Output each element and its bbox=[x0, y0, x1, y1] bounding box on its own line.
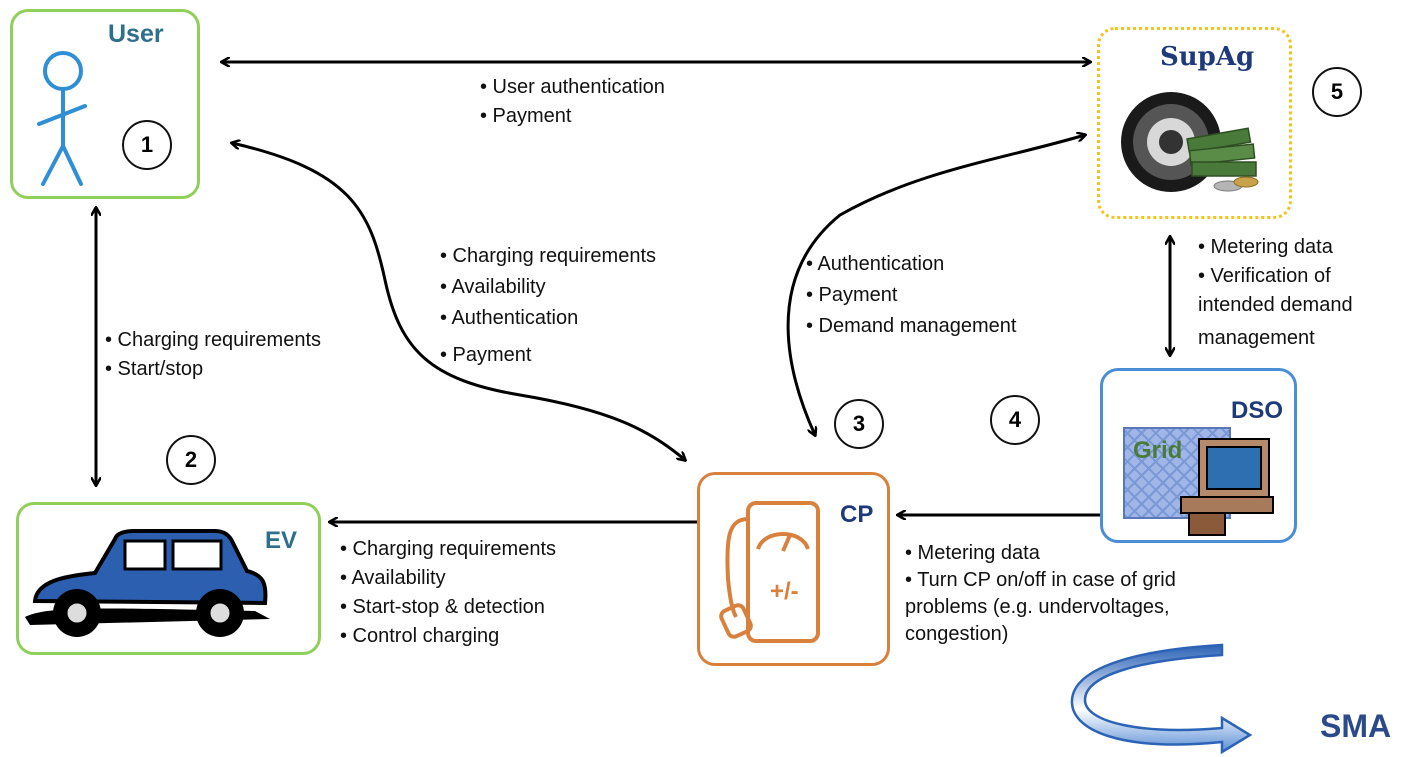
dso-node: DSO Grid bbox=[1100, 368, 1297, 543]
cp-node: CP +/- bbox=[697, 472, 890, 666]
user-label: User bbox=[108, 20, 164, 48]
list-item: • Demand management bbox=[806, 315, 1017, 337]
grid-label: Grid bbox=[1133, 437, 1183, 464]
list-item: • Start/stop bbox=[105, 358, 204, 380]
list-item: • Payment bbox=[440, 344, 532, 366]
list-item: • Availability bbox=[440, 276, 546, 298]
step-number-4: 4 bbox=[990, 395, 1040, 445]
edge-label-user-supag: • User authentication • Payment bbox=[480, 73, 665, 131]
list-item: • Authentication bbox=[806, 253, 945, 275]
list-item: • Metering data bbox=[1198, 236, 1333, 258]
edge-label-cp-supag: • Authentication • Payment • Demand mana… bbox=[806, 249, 1016, 342]
list-item: • Charging requirements bbox=[340, 538, 556, 560]
step-number-2: 2 bbox=[166, 435, 216, 485]
list-item: management bbox=[1198, 327, 1315, 349]
cp-label: CP bbox=[840, 501, 874, 528]
edge-label-ev-cp: • Charging requirements • Availability •… bbox=[340, 535, 556, 651]
list-item: • Authentication bbox=[440, 307, 579, 329]
cycle-arrow-icon bbox=[1070, 643, 1253, 755]
list-item: • Payment bbox=[480, 105, 572, 127]
stick-figure-icon bbox=[37, 51, 87, 186]
footer-text: SMA bbox=[1320, 708, 1392, 744]
ev-node: EV bbox=[16, 502, 321, 655]
list-item: intended demand bbox=[1198, 294, 1353, 316]
edge-user-cp bbox=[232, 143, 685, 460]
step-number-5: 5 bbox=[1312, 67, 1362, 117]
ev-label: EV bbox=[265, 527, 298, 554]
edge-cp-supag bbox=[786, 135, 1085, 435]
list-item: • Availability bbox=[340, 567, 446, 589]
edge-label-supag-dso: • Metering data • Verification of intend… bbox=[1198, 233, 1353, 353]
vintage-car-icon bbox=[25, 529, 270, 637]
list-item: • Control charging bbox=[340, 625, 500, 647]
list-item: • User authentication bbox=[480, 76, 665, 98]
list-item: • Payment bbox=[806, 284, 898, 306]
step-number-3: 3 bbox=[834, 399, 884, 449]
dso-label: DSO bbox=[1231, 397, 1284, 424]
supag-label: SupAg bbox=[1160, 42, 1255, 72]
edge-label-user-ev: • Charging requirements • Start/stop bbox=[105, 326, 321, 384]
list-item: problems (e.g. undervoltages, bbox=[905, 596, 1170, 618]
edge-label-user-cp: • Charging requirements • Availability •… bbox=[440, 241, 656, 371]
list-item: • Verification of bbox=[1198, 265, 1331, 287]
list-item: congestion) bbox=[905, 623, 1009, 645]
list-item: • Start-stop & detection bbox=[340, 596, 545, 618]
svg-text:+/-: +/- bbox=[770, 578, 799, 605]
list-item: • Metering data bbox=[905, 542, 1040, 564]
money-bulb-icon bbox=[1121, 92, 1259, 192]
list-item: • Charging requirements bbox=[105, 329, 321, 351]
edge-label-cp-dso: • Metering data • Turn CP on/off in case… bbox=[905, 540, 1176, 648]
charging-point-icon: +/- bbox=[719, 501, 820, 643]
list-item: • Charging requirements bbox=[440, 245, 656, 267]
computer-icon bbox=[1180, 438, 1274, 536]
supag-node: SupAg bbox=[1097, 27, 1292, 219]
list-item: • Turn CP on/off in case of grid bbox=[905, 569, 1176, 591]
step-number-1: 1 bbox=[122, 120, 172, 170]
user-node: User bbox=[10, 9, 200, 199]
